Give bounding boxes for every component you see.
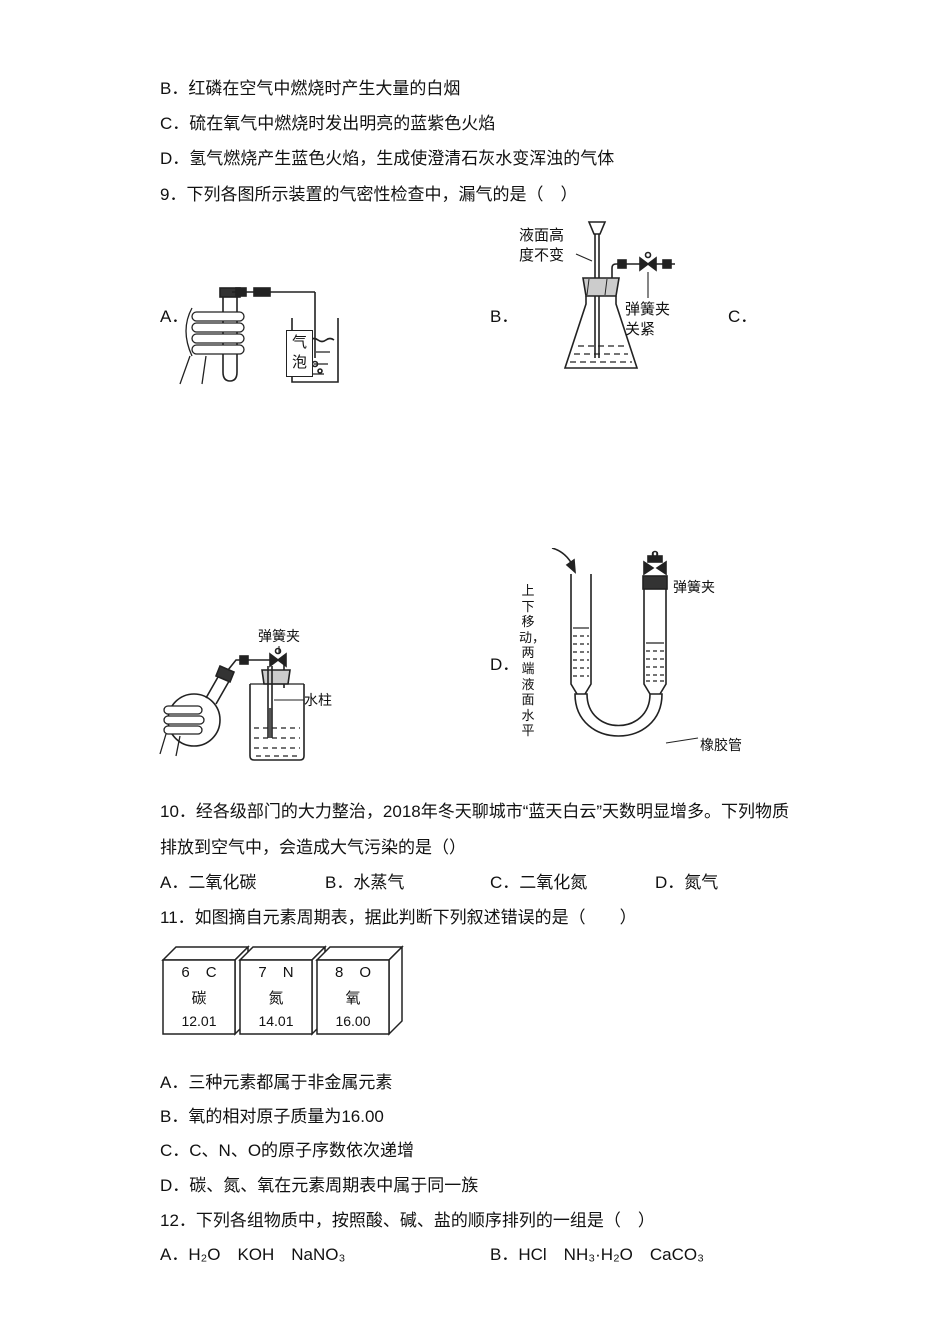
apparatus-d-diagram [551,548,699,744]
clamp-tube-drawing [611,251,675,298]
element-mass: 14.01 [258,1013,294,1029]
q9-fig-label-a: A． [160,307,189,326]
q10-option-c: C．二氧化氮 [490,873,588,892]
q11-option-c: C．C、N、O的原子序数依次递增 [160,1141,415,1160]
element-cell-nitrogen: 7 N 氮 14.01 [240,960,312,1034]
fig-c-clamp-label: 弹簧夹 [258,628,300,644]
q10-option-d: D．氮气 [655,873,719,892]
element-name: 碳 [191,989,207,1007]
apparatus-a-diagram [179,287,339,385]
bottle-drawing [249,666,305,761]
hand-drawing [179,307,245,385]
fig-a-bubble-label: 气 泡 [286,330,313,377]
q8-option-c: C．硫在氧气中燃烧时发出明亮的蓝紫色火焰 [160,114,496,133]
hand-drawing [159,705,205,757]
q11-option-d: D．碳、氮、氧在元素周期表中属于同一族 [160,1176,479,1195]
right-tube-drawing [642,550,668,695]
q8-option-d: D．氢气燃烧产生蓝色火焰，生成使澄清石灰水变浑浊的气体 [160,149,615,168]
q12-option-a: A．H₂O KOH NaNO₃ [160,1245,346,1264]
fig-b-level-label: 液面高 度不变 [519,227,565,264]
periodic-table-cells-diagram [161,945,404,1036]
fig-d-clamp-label: 弹簧夹 [673,579,715,595]
fig-d-rubber-label: 橡胶管 [700,737,742,753]
arrow-drawing [551,548,576,574]
rubber-tube-drawing [574,693,699,744]
q9-fig-label-b: B． [490,307,519,326]
q12-option-b: B．HCl NH₃·H₂O CaCO₃ [490,1245,705,1264]
element-symbol: C [205,964,217,981]
q11-option-a: A．三种元素都属于非金属元素 [160,1073,393,1092]
q10-option-a: A．二氧化碳 [160,873,257,892]
element-symbol: O [359,964,371,981]
q9-fig-label-c: C． [728,307,758,326]
left-tube-drawing [570,574,592,695]
q10-stem-line1: 10．经各级部门的大力整治，2018年冬天聊城市“蓝天白云”天数明显增多。下列物… [160,802,790,821]
apparatus-c-diagram [159,646,305,761]
q11-option-b: B．氧的相对原子质量为16.00 [160,1107,384,1126]
atomic-number: 6 [181,964,190,981]
element-name: 氧 [345,989,361,1007]
q9-fig-label-d: D． [490,655,520,674]
element-cell-oxygen: 8 O 氧 16.00 [317,960,389,1034]
flask-drawing [563,296,639,369]
fig-c-water-column-label: 水柱 [304,692,332,708]
fig-b-clamp-label: 弹簧夹 关紧 [625,301,671,338]
atomic-number: 7 [258,964,267,981]
fig-d-move-label: 上下移动，两端液面水平 [519,583,546,739]
q11-stem: 11．如图摘自元素周期表，据此判断下列叙述错误的是（ ） [160,908,637,927]
element-mass: 16.00 [335,1013,371,1029]
element-cell-carbon: 6 C 碳 12.01 [163,960,235,1034]
element-name: 氮 [268,989,284,1007]
q10-option-b: B．水蒸气 [325,873,405,892]
atomic-number: 8 [334,964,344,981]
element-mass: 12.01 [181,1013,217,1029]
element-symbol: N [282,964,294,981]
q10-stem-line2: 排放到空气中，会造成大气污染的是（） [160,838,466,857]
apparatus-b-diagram [563,221,675,369]
q12-stem: 12．下列各组物质中，按照酸、碱、盐的顺序排列的一组是（ ） [160,1211,655,1230]
q9-stem: 9．下列各图所示装置的气密性检查中，漏气的是（ ） [160,185,578,204]
q8-option-b: B．红磷在空气中燃烧时产生大量的白烟 [160,79,461,98]
element-cube-oxygen [315,945,404,1036]
